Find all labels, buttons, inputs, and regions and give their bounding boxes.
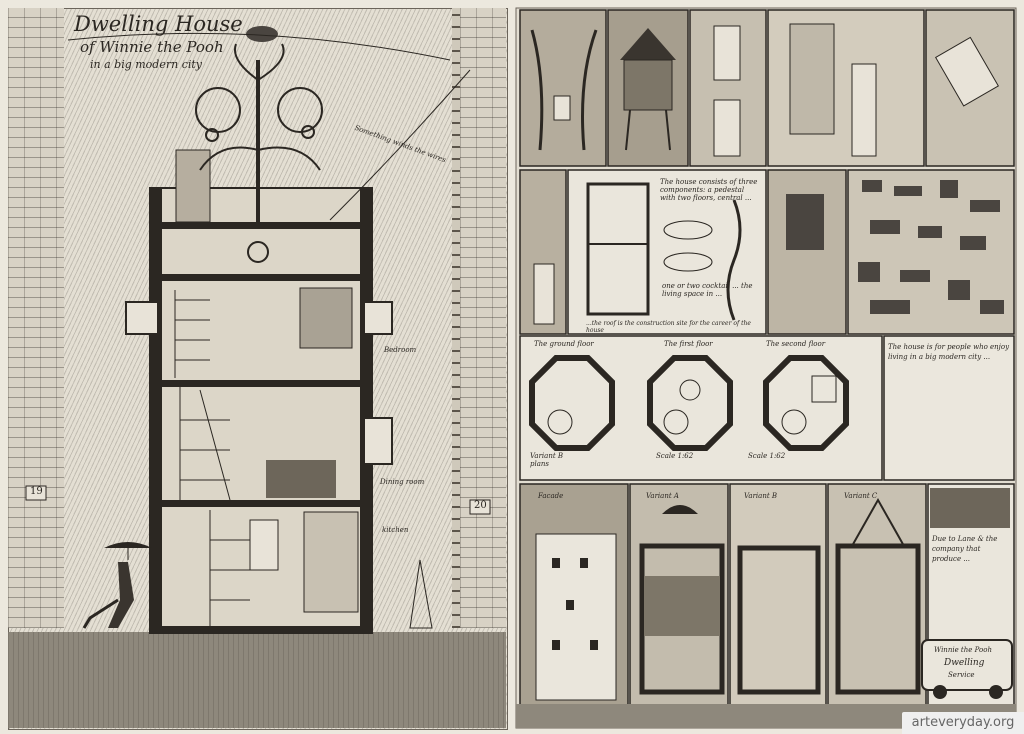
house-number-left: 19 xyxy=(30,486,43,497)
modules-note: one or two cocktail ... the living space… xyxy=(662,282,753,298)
first-floor-label: The first floor xyxy=(664,340,713,348)
bedroom-label: Bedroom xyxy=(384,346,417,354)
dining-room-label: Dining room xyxy=(380,478,425,486)
bus-sign-line-2: Dwelling xyxy=(944,658,985,668)
title-line-2: of Winnie the Pooh xyxy=(80,38,224,56)
variant-a-label: Variant A xyxy=(646,492,679,500)
variant-b-plans-label: Variant B plans xyxy=(530,452,564,468)
plan-note: The house consists of three components: … xyxy=(660,178,758,202)
title-line-1: Dwelling House xyxy=(74,12,243,36)
roof-note: ...the roof is the construction site for… xyxy=(586,320,751,334)
facade-label: Facade xyxy=(538,492,564,500)
kitchen-label: kitchen xyxy=(382,526,409,534)
drainpipe xyxy=(452,8,460,628)
scale-label-1: Scale 1:62 xyxy=(656,452,694,460)
bottom-description-text: Due to Lane & the company that produce .… xyxy=(932,535,998,563)
house-number-right: 20 xyxy=(474,500,487,511)
watermark: arteveryday.org xyxy=(902,712,1024,734)
left-neighbor-building xyxy=(8,8,64,628)
main-description-text: The house is for people who enjoy living… xyxy=(888,343,1010,361)
title-line-3: in a big modern city xyxy=(90,58,203,71)
bus-sign-line-3: Service xyxy=(948,671,975,679)
ground-floor-label: The ground floor xyxy=(534,340,594,348)
variant-c-label: Variant C xyxy=(844,492,878,500)
bus-sign-line-1: Winnie the Pooh xyxy=(934,646,992,654)
second-floor-label: The second floor xyxy=(766,340,826,348)
street-ground xyxy=(8,632,506,728)
right-neighbor-building xyxy=(460,8,506,628)
variant-b-label: Variant B xyxy=(744,492,778,500)
scale-label-2: Scale 1:62 xyxy=(748,452,786,460)
